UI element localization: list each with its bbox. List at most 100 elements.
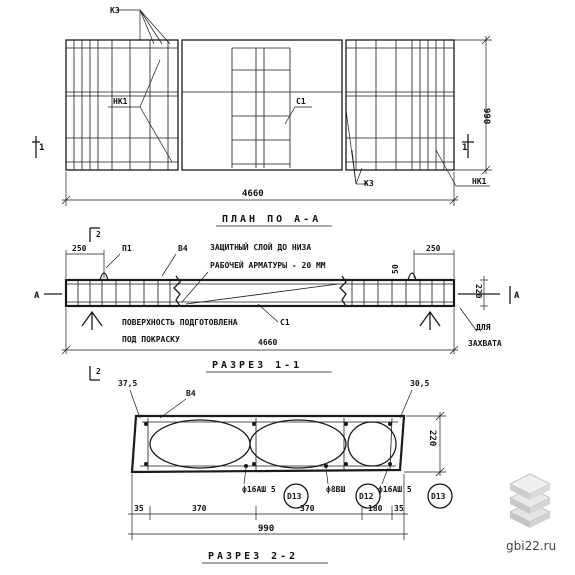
- section1-cut-right: [458, 286, 511, 304]
- section1-label-p1: П1: [122, 244, 132, 253]
- plan-label-nk1-left: НК1: [113, 97, 128, 106]
- section2-dim-height: [404, 411, 446, 477]
- section2-void-2: [249, 419, 347, 469]
- site-name: gbi22.ru: [506, 539, 556, 553]
- section2-dim-2: 370: [300, 504, 315, 513]
- section1-cut-right-text: А: [514, 291, 520, 301]
- section1-grip-2: ЗАХВАТА: [468, 339, 502, 348]
- section2-mark-text: 2: [96, 367, 101, 376]
- section2-dim-top-right: 30,5: [410, 379, 429, 388]
- section2-leader-top-left: [129, 389, 141, 419]
- section2-rebar-1: ф16АШ 5: [242, 485, 276, 494]
- section2-circle-3-text: D13: [431, 492, 446, 501]
- section1-leader-note: [181, 271, 209, 303]
- plan-right-block: [345, 39, 455, 171]
- section1-loop-right: [407, 272, 417, 281]
- section2-rebar-dots: [144, 422, 392, 468]
- section2-circle-3: [427, 483, 453, 509]
- section2-label-v4: В4: [186, 389, 196, 398]
- section2-circle-2-text: D12: [359, 492, 374, 501]
- plan-leader-k3-top: [118, 9, 171, 45]
- section1-loop-left: [99, 272, 109, 281]
- section2-leader-top-right: [399, 389, 413, 419]
- plan-middle-block: [181, 39, 343, 171]
- section2-mark: [89, 366, 100, 381]
- section-1-view: 2 250 П1 В4 ЗАЩИТНЫЙ СЛОЙ ДО НИЗА РАБОЧЕ…: [34, 227, 520, 373]
- section1-label-v4: В4: [178, 244, 188, 253]
- section2-right-stirrup: [389, 417, 393, 471]
- section1-dim-height: [480, 276, 488, 310]
- section1-leader-v4: [161, 253, 177, 277]
- plan-leader-c1: [284, 106, 312, 125]
- section2-void-1: [149, 419, 251, 469]
- section1-middle-diagonal: [185, 283, 339, 305]
- section1-dim-length: [61, 308, 459, 355]
- section1-grip-1: ДЛЯ: [476, 323, 491, 332]
- section2-title: РАЗРЕЗ 2-2: [208, 551, 298, 562]
- plan-section-mark-left-text: 1: [39, 143, 44, 153]
- section1-leader-c1: [257, 303, 279, 323]
- section1-dim-right: [413, 250, 455, 278]
- section1-mark-top: [89, 227, 100, 242]
- plan-section-mark-left: [32, 136, 40, 158]
- section1-title: РАЗРЕЗ 1-1: [212, 360, 302, 371]
- section1-note-paint: ПОД ПОКРАСКУ: [122, 335, 180, 344]
- plan-label-nk1-right: НК1: [472, 177, 487, 186]
- section-2-view: 2 37,5 30,5 В4: [89, 366, 453, 564]
- plan-dim-length: [61, 172, 459, 206]
- section2-dim-top-left: 37,5: [118, 379, 137, 388]
- section2-void-3: [347, 421, 397, 467]
- section1-breaks: [173, 275, 347, 307]
- section2-circle-1: [283, 483, 309, 509]
- plan-dim-length-text: 4660: [242, 189, 264, 199]
- plan-title: ПЛАН ПО А-А: [222, 214, 321, 225]
- section1-mark-top-text: 2: [96, 230, 101, 239]
- section2-leader-v4: [159, 398, 187, 419]
- section2-leader-rebar-1: [243, 467, 247, 485]
- section1-note-protective: ЗАЩИТНЫЙ СЛОЙ ДО НИЗА: [210, 241, 311, 252]
- site-logo: gbi22.ru: [506, 473, 556, 553]
- plan-view: К3 НК1 С1 К3 НК1: [32, 6, 492, 227]
- section2-circle-1-text: D13: [287, 492, 302, 501]
- section2-circle-2: [355, 483, 381, 509]
- section1-small-mark: 50: [391, 264, 400, 274]
- plan-label-k3-bottom: К3: [364, 179, 374, 188]
- section1-dim-right-text: 250: [426, 244, 441, 253]
- plan-label-k3-top: К3: [110, 6, 120, 15]
- section2-dim-0: 35: [134, 504, 144, 513]
- section2-outline: [130, 414, 406, 474]
- stack-icon: [509, 473, 551, 528]
- section2-dim-chain: [128, 474, 408, 540]
- section1-stirrups-left: [77, 280, 171, 306]
- section1-leader-grip: [459, 307, 477, 331]
- section1-note-surface: ПОВЕРХНОСТЬ ПОДГОТОВЛЕНА: [122, 318, 238, 327]
- section2-rebar-2: ф8ВШ: [326, 485, 345, 494]
- plan-left-grid: [66, 40, 178, 170]
- section1-cut-left-text: А: [34, 291, 40, 301]
- section1-support-arrows: [81, 310, 441, 330]
- section1-stirrups-right: [351, 280, 445, 306]
- section1-label-c1: С1: [280, 318, 290, 327]
- plan-label-c1: С1: [296, 97, 306, 106]
- section1-leader-p1: [105, 253, 121, 269]
- plan-leader-nk1-left: [108, 59, 173, 163]
- section1-dim-height-text: 220: [474, 284, 483, 299]
- section2-leader-rebar-2: [325, 467, 329, 485]
- section2-dim-3: 180: [368, 504, 383, 513]
- section1-dim-left-text: 250: [72, 244, 87, 253]
- section1-note-rebar: РАБОЧЕЙ АРМАТУРЫ - 20 ММ: [210, 259, 326, 270]
- plan-left-block: [65, 39, 179, 171]
- plan-dim-width-text: 990: [481, 108, 491, 124]
- section2-leader-rebar-3: [381, 467, 389, 485]
- plan-section-mark-right-text: 1: [462, 143, 467, 153]
- section1-dim-left: [65, 250, 105, 278]
- section2-dim-4: 35: [394, 504, 404, 513]
- section2-dim-total: 990: [258, 524, 274, 534]
- section1-dim-length-text: 4660: [258, 338, 277, 347]
- plan-middle-grid: [182, 47, 342, 168]
- plan-section-mark-right: [462, 134, 474, 158]
- section2-dim-1: 370: [192, 504, 207, 513]
- plan-right-grid: [346, 40, 454, 170]
